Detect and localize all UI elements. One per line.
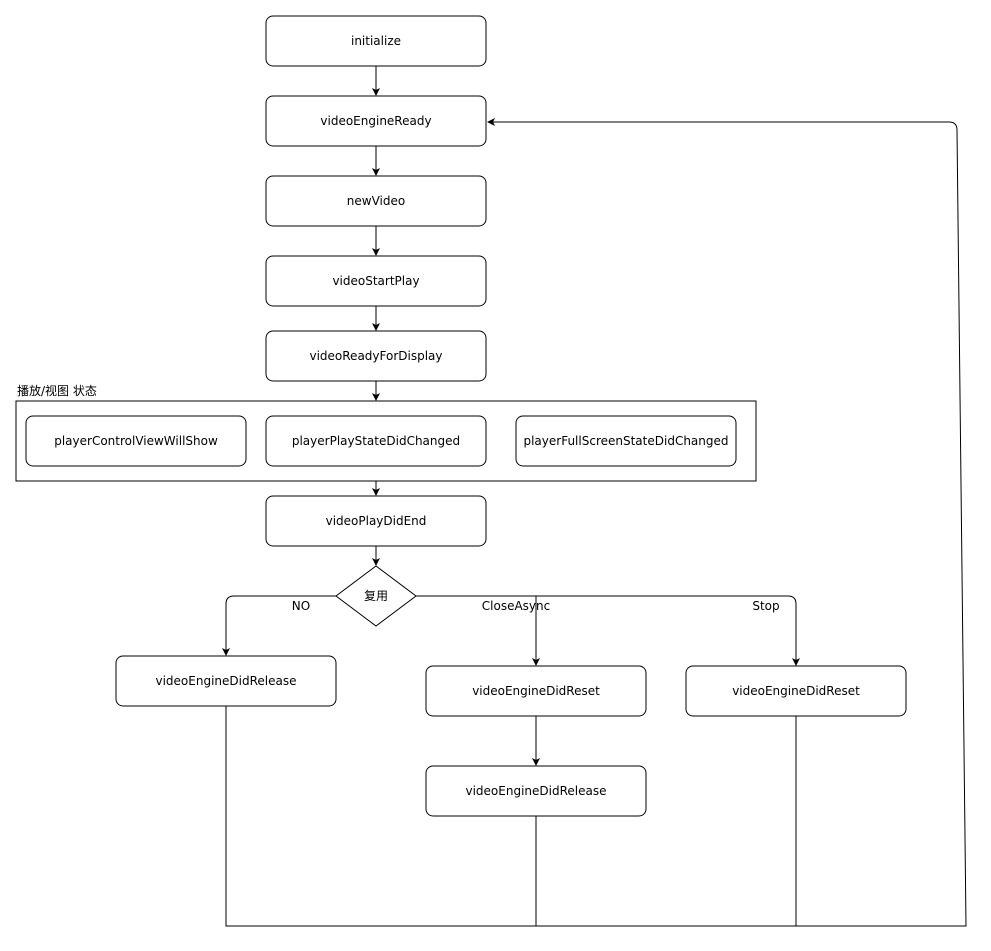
node-videoplaydidend: videoPlayDidEnd (265, 495, 487, 547)
node-videoengineready-label: videoEngineReady (320, 114, 431, 128)
edge-label-closeasync: CloseAsync (482, 599, 550, 613)
node-playercontrolviewwillshow-label: playerControlViewWillShow (54, 434, 218, 448)
node-videostartplay: videoStartPlay (265, 255, 487, 307)
node-initialize: initialize (265, 15, 487, 67)
node-initialize-label: initialize (351, 34, 401, 48)
node-playerfullscreenstatedidchanged: playerFullScreenStateDidChanged (515, 415, 737, 467)
node-playerplaystatedidchanged-label: playerPlayStateDidChanged (292, 434, 460, 448)
edge-decision-no (222, 595, 336, 656)
node-videoenginedidrelease-left: videoEngineDidRelease (115, 655, 337, 707)
node-videostartplay-label: videoStartPlay (332, 274, 419, 288)
node-videoenginedidrelease-middle: videoEngineDidRelease (425, 765, 647, 817)
edge-label-stop: Stop (752, 599, 779, 613)
edge-decision-stop (536, 595, 800, 666)
node-videoenginedidrelease-left-label: videoEngineDidRelease (156, 674, 297, 688)
node-videoenginedidreset-middle: videoEngineDidReset (425, 665, 647, 717)
node-videoenginedidrelease-middle-label: videoEngineDidRelease (466, 784, 607, 798)
node-videoplaydidend-label: videoPlayDidEnd (326, 514, 427, 528)
node-newvideo: newVideo (265, 175, 487, 227)
node-playercontrolviewwillshow: playerControlViewWillShow (25, 415, 247, 467)
node-videoenginedidreset-middle-label: videoEngineDidReset (472, 684, 600, 698)
node-playerfullscreenstatedidchanged-label: playerFullScreenStateDidChanged (523, 434, 728, 448)
node-newvideo-label: newVideo (347, 194, 405, 208)
group-label: 播放/视图 状态 (17, 383, 97, 398)
edge-label-no: NO (292, 599, 310, 613)
node-videoreadyfordisplay: videoReadyForDisplay (265, 330, 487, 382)
node-videoengineready: videoEngineReady (265, 95, 487, 147)
node-videoenginedidreset-right-label: videoEngineDidReset (732, 684, 860, 698)
node-playerplaystatedidchanged: playerPlayStateDidChanged (265, 415, 487, 467)
edges (222, 66, 967, 927)
node-videoenginedidreset-right: videoEngineDidReset (685, 665, 907, 717)
node-decision-label: 复用 (364, 589, 388, 603)
node-decision-reuse: 复用 (335, 565, 417, 627)
edge-loop-back-to-videoengineready (225, 118, 967, 927)
node-videoreadyfordisplay-label: videoReadyForDisplay (309, 349, 442, 363)
